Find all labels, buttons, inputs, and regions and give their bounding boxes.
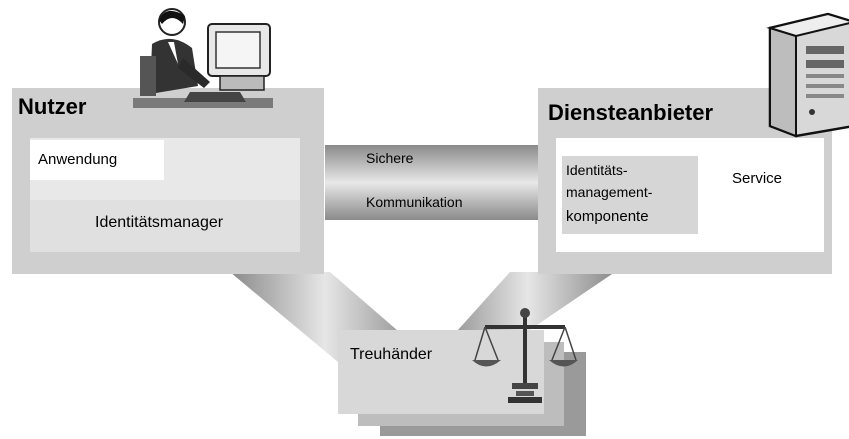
identity-manager-box <box>30 200 300 252</box>
identity-manager-label: Identitätsmanager <box>95 214 224 231</box>
idm-component-box <box>562 156 698 234</box>
person-at-computer-icon <box>133 8 273 108</box>
idm-component-line-2: management- <box>566 184 653 200</box>
provider-panel-title: Diensteanbieter <box>548 100 714 125</box>
server-tower-icon <box>766 12 849 138</box>
application-label: Anwendung <box>38 151 118 168</box>
channel-label-line-2: Kommunikation <box>366 194 463 210</box>
user-panel-title: Nutzer <box>18 94 87 119</box>
idm-component-line-3: komponente <box>566 208 649 225</box>
application-box <box>30 140 164 180</box>
trustee-label: Treuhänder <box>350 346 433 363</box>
secure-channel-pipe <box>325 145 543 220</box>
idm-component-line-1: Identitäts- <box>566 162 628 178</box>
service-label: Service <box>732 170 783 187</box>
channel-label-line-1: Sichere <box>366 150 414 166</box>
scales-of-justice-icon <box>472 308 578 403</box>
